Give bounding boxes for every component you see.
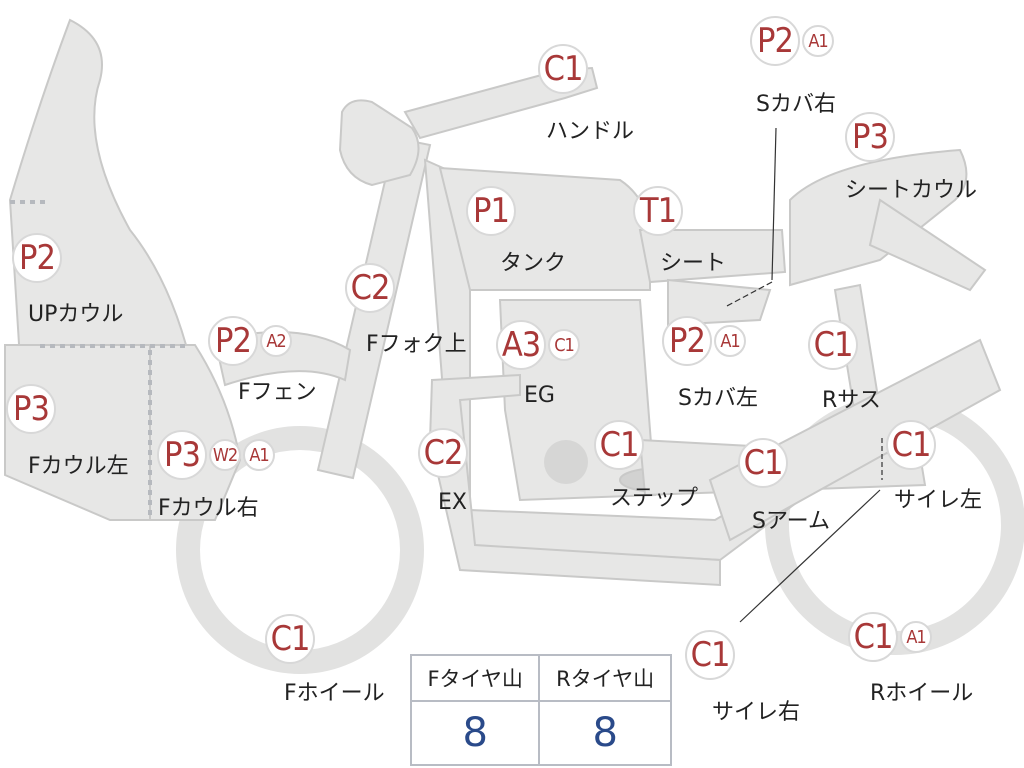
muffler-right-leader: [739, 489, 881, 623]
f-tire-value: 8: [409, 700, 541, 766]
muffler-right-badges: C1: [685, 630, 735, 680]
scover-left-badge-a1: A1: [714, 325, 746, 357]
step-badge-c1: C1: [594, 420, 644, 470]
fcowl-left-badge-p3: P3: [6, 384, 56, 434]
f-fender-label: Fフェン: [238, 380, 317, 405]
scover-left-badge-p2: P2: [662, 316, 712, 366]
r-wheel-label: Rホイール: [870, 681, 974, 706]
seat-cowl-label: シートカウル: [845, 178, 978, 203]
f-wheel-badges: C1: [265, 614, 315, 664]
ffork-upper-badge-c2: C2: [345, 263, 395, 313]
fcowl-left-badges: P3: [6, 384, 56, 434]
muffler-right-badge-c1: C1: [685, 630, 735, 680]
f-tire-header: Fタイヤ山: [409, 654, 541, 702]
headlight-shape: [338, 99, 420, 187]
muffler-shape: [708, 338, 1002, 542]
engine-cover-shape: [544, 440, 588, 484]
up-cowl-badge-p2: P2: [12, 233, 62, 283]
engine-badge-a3: A3: [496, 320, 546, 370]
r-suspension-badges: C1: [808, 320, 858, 370]
seat-cowl-tail-shape: [868, 198, 987, 292]
seat-cowl-badges: P3: [845, 112, 895, 162]
fcowl-right-badge-p3: P3: [157, 430, 207, 480]
ffork-upper-badges: C2: [345, 263, 395, 313]
f-wheel-badge-c1: C1: [265, 614, 315, 664]
tank-label: タンク: [500, 251, 567, 276]
muffler-left-label: サイレ左: [894, 488, 983, 513]
step-badges: C1: [594, 420, 644, 470]
scover-right-leader: [771, 127, 777, 281]
up-cowl-label: UPカウル: [28, 302, 124, 327]
tire-tread-table: Fタイヤ山 Rタイヤ山 8 8: [409, 654, 672, 766]
seat-label: シート: [660, 251, 727, 276]
tank-badges: P1: [466, 186, 516, 236]
seat-badge-t1: T1: [633, 186, 683, 236]
r-wheel-badge-a1: A1: [900, 621, 932, 653]
exhaust-label: EX: [438, 490, 467, 515]
r-tire-header: Rタイヤ山: [538, 654, 672, 702]
r-suspension-badge-c1: C1: [808, 320, 858, 370]
muffler-left-badge-c1: C1: [886, 420, 936, 470]
exhaust-badge-c2: C2: [418, 428, 468, 478]
r-wheel-badge-c1: C1: [848, 612, 898, 662]
muffler-left-badges: C1: [886, 420, 936, 470]
side-cover-shape: [667, 278, 772, 327]
muffler-right-label: サイレ右: [712, 700, 801, 725]
f-fender-badge-p2: P2: [208, 316, 258, 366]
engine-label: EG: [524, 383, 555, 408]
handle-badges: C1: [538, 44, 588, 94]
swingarm-badges: C1: [738, 438, 788, 488]
f-fender-badge-a2: A2: [260, 325, 292, 357]
scover-right-label: Sカバ右: [756, 92, 836, 117]
seat-badges: T1: [633, 186, 683, 236]
ffork-upper-label: Fフォク上: [366, 332, 467, 357]
handle-badge-c1: C1: [538, 44, 588, 94]
fcowl-right-badge-a1: A1: [243, 439, 275, 471]
fcowl-right-label: Fカウル右: [158, 496, 259, 521]
f-wheel-label: Fホイール: [284, 681, 385, 706]
engine-badge-c1: C1: [548, 329, 580, 361]
swingarm-label: Sアーム: [752, 509, 830, 534]
r-suspension-label: Rサス: [822, 388, 881, 413]
seat-cowl-badge-p3: P3: [845, 112, 895, 162]
step-label: ステップ: [610, 486, 699, 511]
r-tire-value: 8: [538, 700, 672, 766]
up-cowl-badges: P2: [12, 233, 62, 283]
scover-right-badge-a1: A1: [802, 25, 834, 57]
handle-label: ハンドル: [546, 119, 635, 144]
front-wheel-shape: [176, 426, 424, 674]
fcowl-right-badge-w2: W2: [209, 439, 241, 471]
swingarm-badge-c1: C1: [738, 438, 788, 488]
exhaust-badges: C2: [418, 428, 468, 478]
seat-shape: [638, 229, 787, 284]
fcowl-left-label: Fカウル左: [28, 454, 129, 479]
scover-right-badge-p2: P2: [750, 16, 800, 66]
scover-left-label: Sカバ左: [678, 386, 758, 411]
tank-badge-p1: P1: [466, 186, 516, 236]
exhaust-shape: [428, 373, 721, 587]
